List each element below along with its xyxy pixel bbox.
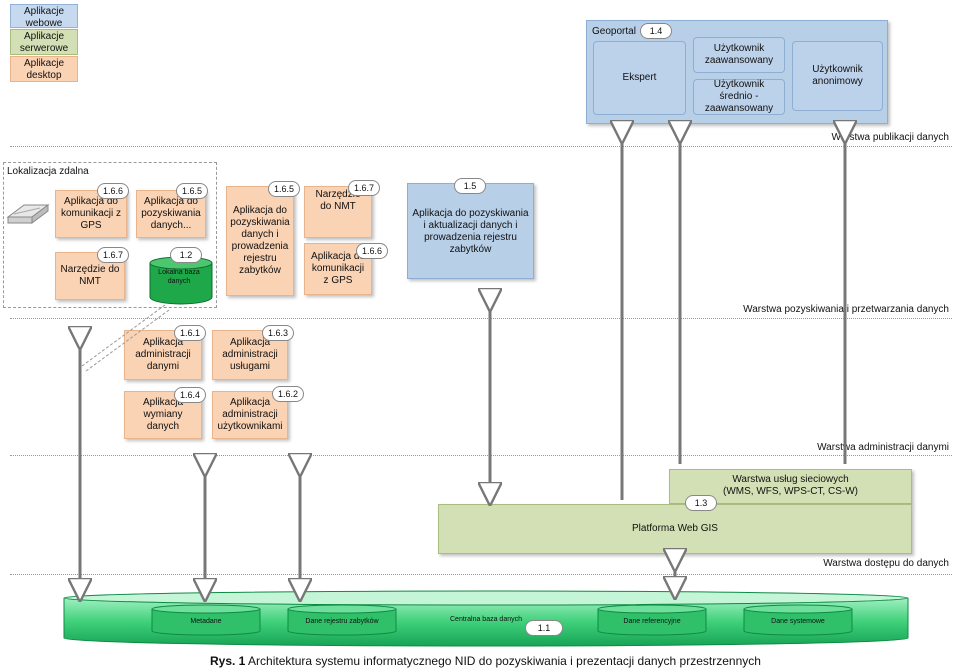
- web-gis-badge: 1.3: [685, 495, 717, 511]
- web-acq-app: Aplikacja do pozyskiwania i aktualizacji…: [407, 183, 534, 279]
- central-db-label: Centralna baza danych: [450, 616, 522, 623]
- figure-caption-text: Architektura systemu informatycznego NID…: [248, 654, 761, 668]
- db-reference-cylinder: [597, 604, 707, 636]
- db-register-cylinder: [287, 604, 397, 636]
- remote-nmt-app: Narzędzie do NMT: [55, 252, 125, 300]
- admin-services-app: Aplikacja administracji usługami: [212, 330, 288, 380]
- gps2-badge: 1.6.6: [356, 243, 388, 259]
- db-metadata-cylinder: [151, 604, 261, 636]
- central-db-badge: 1.1: [525, 620, 563, 636]
- db-reference-label: Dane referencyjne: [623, 618, 681, 625]
- geoportal-badge: 1.4: [640, 23, 672, 39]
- acq-register-app: Aplikacja do pozyskiwania danych i prowa…: [226, 186, 294, 296]
- legend-server: Aplikacje serwerowe: [10, 29, 78, 55]
- layer-label-administration: Warstwa administracji danymi: [815, 442, 951, 453]
- layer-line-access: [10, 574, 952, 575]
- legend-web: Aplikacje webowe: [10, 4, 78, 29]
- remote-nmt-badge: 1.6.7: [97, 247, 129, 263]
- admin-data-badge: 1.6.1: [174, 325, 206, 341]
- db-system-cylinder: [743, 604, 853, 636]
- remote-gps-app: Aplikacja do komunikacji z GPS: [55, 190, 127, 238]
- web-acq-badge: 1.5: [454, 178, 486, 194]
- remote-location-frame: [3, 162, 217, 308]
- local-db-cylinder: [149, 256, 213, 305]
- user-advanced: Użytkownik zaawansowany: [693, 37, 785, 73]
- services-layer-subtitle: (WMS, WFS, WPS-CT, CS-W): [723, 486, 858, 497]
- figure-caption: Rys. 1 Architektura systemu informatyczn…: [210, 654, 761, 668]
- remote-gps-badge: 1.6.6: [97, 183, 129, 199]
- remote-acq-app: Aplikacja do pozyskiwania danych...: [136, 190, 206, 238]
- geoportal-title: Geoportal: [592, 26, 636, 37]
- admin-services-badge: 1.6.3: [262, 325, 294, 341]
- user-intermediate: Użytkownik średnio - zaawansowany: [693, 79, 785, 115]
- remote-location-title: Lokalizacja zdalna: [7, 166, 89, 177]
- admin-exchange-badge: 1.6.4: [174, 387, 206, 403]
- db-register-label: Dane rejestru zabytków: [305, 618, 379, 625]
- remote-acq-badge: 1.6.5: [176, 183, 208, 199]
- services-layer-title: Warstwa usług sieciowych: [732, 474, 849, 485]
- legend-desktop: Aplikacje desktop: [10, 56, 78, 82]
- user-expert: Ekspert: [593, 41, 686, 115]
- db-system-label: Dane systemowe: [771, 618, 825, 625]
- nmt2-badge: 1.6.7: [348, 180, 380, 196]
- layer-label-publication: Warstwa publikacji danych: [829, 132, 951, 143]
- local-db-label: Lokalna baza danych: [158, 269, 200, 285]
- local-db-badge: 1.2: [170, 247, 202, 263]
- laptop-icon: [6, 204, 50, 224]
- admin-users-app: Aplikacja administracji użytkownikami: [212, 391, 288, 439]
- layer-line-publication: [10, 146, 952, 147]
- user-anonymous: Użytkownik anonimowy: [792, 41, 883, 111]
- figure-caption-number: Rys. 1: [210, 654, 246, 668]
- admin-users-badge: 1.6.2: [272, 386, 304, 402]
- db-metadata-label: Metadane: [190, 618, 222, 625]
- layer-label-access: Warstwa dostępu do danych: [821, 558, 951, 569]
- acq-register-badge: 1.6.5: [268, 181, 300, 197]
